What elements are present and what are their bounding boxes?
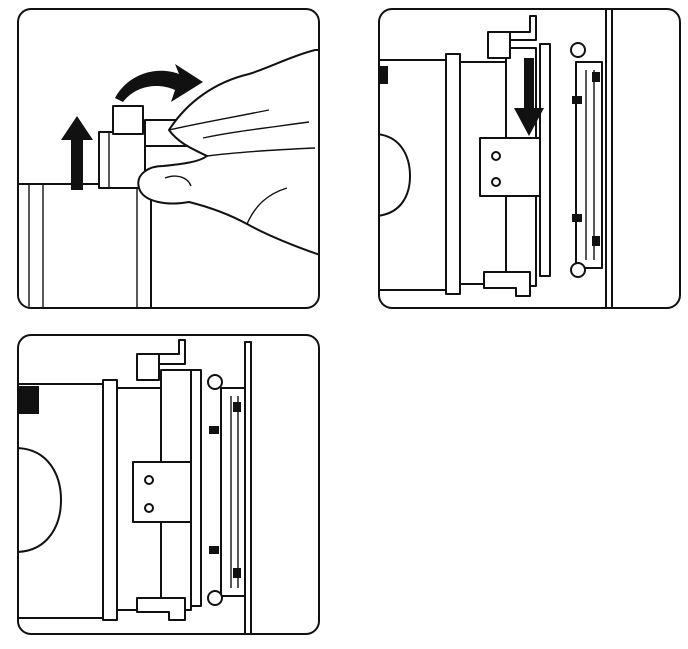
step-2-illustration — [380, 10, 613, 307]
top-fastener — [207, 374, 223, 390]
step-3-illustration — [19, 339, 252, 633]
step-1-panel — [17, 8, 320, 309]
wall — [244, 341, 252, 633]
side-knob — [380, 133, 411, 217]
wall — [605, 10, 613, 307]
top-fastener — [570, 42, 586, 58]
mounting-rail — [220, 387, 246, 597]
bottom-hook — [483, 271, 531, 297]
center-clamp — [132, 461, 192, 523]
center-clamp — [479, 137, 541, 197]
step-2-panel — [378, 8, 681, 309]
bottom-fastener — [207, 590, 223, 606]
spacer-rail — [190, 369, 202, 607]
side-knob — [19, 447, 62, 553]
top-latch-knob — [136, 353, 160, 381]
bottom-fastener — [570, 262, 586, 278]
bottom-hook — [136, 597, 186, 621]
cylinder-body — [19, 183, 152, 307]
hand — [137, 49, 318, 256]
rotate-arrow-icon — [115, 64, 203, 102]
down-arrow-icon — [514, 58, 544, 136]
step-1-illustration — [19, 49, 318, 307]
top-latch-knob — [487, 31, 511, 59]
step-3-panel — [17, 334, 320, 635]
spacer-rail — [539, 43, 551, 277]
latch-block — [98, 131, 146, 189]
latch-knob — [112, 105, 144, 135]
up-arrow-icon — [61, 116, 93, 190]
